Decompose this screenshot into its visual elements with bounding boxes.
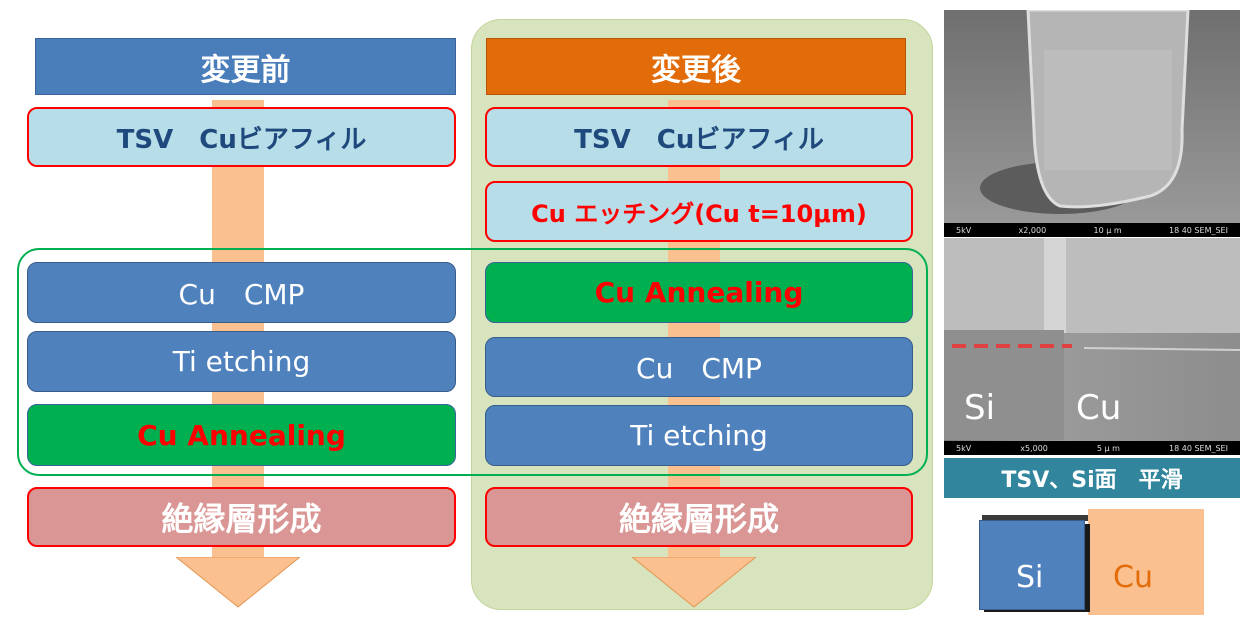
- sem-bottom-scale: 5 μ m: [1096, 443, 1120, 453]
- sem-top-id: 18 40 SEM_SEI: [1168, 225, 1228, 235]
- before-step-label: Cu Annealing: [137, 418, 346, 452]
- before-step-insulation: 絶縁層形成: [27, 487, 456, 547]
- before-step-cu-cmp: Cu CMP: [27, 262, 456, 323]
- sem-bottom-id: 18 40 SEM_SEI: [1169, 443, 1228, 453]
- after-header: 変更後: [486, 38, 906, 95]
- sem-top-info-bar: 5kV x2,000 10 μ m 18 40 SEM_SEI: [944, 223, 1240, 237]
- process-group-outline: [17, 248, 928, 476]
- before-step-tsv-via-fill: TSV Cuビアフィル: [27, 107, 456, 167]
- sem-image-top: 5kV x2,000 10 μ m 18 40 SEM_SEI: [944, 10, 1240, 237]
- before-header: 変更前: [35, 38, 456, 95]
- after-step-cu-cmp: Cu CMP: [485, 337, 913, 397]
- before-step-label: 絶縁層形成: [161, 500, 322, 538]
- sem-bottom-info-bar: 5kV x5,000 5 μ m 18 40 SEM_SEI: [944, 441, 1240, 455]
- after-step-label: Cu Annealing: [594, 276, 804, 309]
- sem-cross-section: [944, 238, 1240, 440]
- result-label-bar: TSV、Si面 平滑: [944, 458, 1240, 498]
- before-step-cu-annealing: Cu Annealing: [27, 404, 456, 466]
- after-step-label: Ti etching: [630, 419, 768, 452]
- sem-top-mag: x2,000: [1018, 225, 1047, 235]
- sem-bottom-kv: 5kV: [956, 443, 972, 453]
- sem-pillar-shape: [980, 10, 1190, 214]
- after-step-label: Cu エッチング(Cu t=10μm): [531, 200, 867, 228]
- schematic-top-line: [982, 515, 1088, 521]
- sem-label-si: Si: [964, 388, 996, 428]
- sem-top-kv: 5kV: [956, 225, 972, 235]
- before-step-label: Ti etching: [172, 345, 311, 378]
- before-step-label: TSV Cuビアフィル: [116, 124, 367, 155]
- result-label: TSV、Si面 平滑: [1001, 468, 1183, 493]
- before-flow-arrow-stem: [212, 100, 264, 560]
- after-step-cu-annealing: Cu Annealing: [485, 262, 913, 323]
- after-flow-arrow-head: [632, 557, 756, 608]
- before-step-ti-etching: Ti etching: [27, 331, 456, 392]
- schematic-cu-block: [1088, 509, 1204, 615]
- after-step-insulation: 絶縁層形成: [485, 487, 913, 547]
- sem-image-bottom: Si Cu 5kV x5,000 5 μ m 18 40 SEM_SEI: [944, 238, 1240, 455]
- after-step-cu-etching: Cu エッチング(Cu t=10μm): [485, 181, 913, 242]
- sem-label-cu: Cu: [1076, 388, 1122, 428]
- after-header-label: 変更後: [651, 52, 741, 88]
- after-step-tsv-via-fill: TSV Cuビアフィル: [485, 107, 913, 167]
- after-step-label: 絶縁層形成: [618, 500, 779, 538]
- after-flow-arrow-stem: [668, 100, 720, 560]
- sem-bottom-mag: x5,000: [1020, 443, 1048, 453]
- before-flow-arrow-head: [176, 557, 300, 608]
- before-header-label: 変更前: [200, 52, 291, 88]
- after-step-label: Cu CMP: [636, 352, 762, 385]
- schematic-si-block: [979, 520, 1085, 610]
- sem-top-scale: 10 μ m: [1093, 225, 1122, 235]
- schematic-si-label: Si: [1016, 560, 1044, 595]
- after-step-label: TSV Cuビアフィル: [574, 124, 824, 155]
- schematic-cu-label: Cu: [1113, 560, 1153, 595]
- before-step-label: Cu CMP: [178, 277, 305, 311]
- after-step-ti-etching: Ti etching: [485, 405, 913, 466]
